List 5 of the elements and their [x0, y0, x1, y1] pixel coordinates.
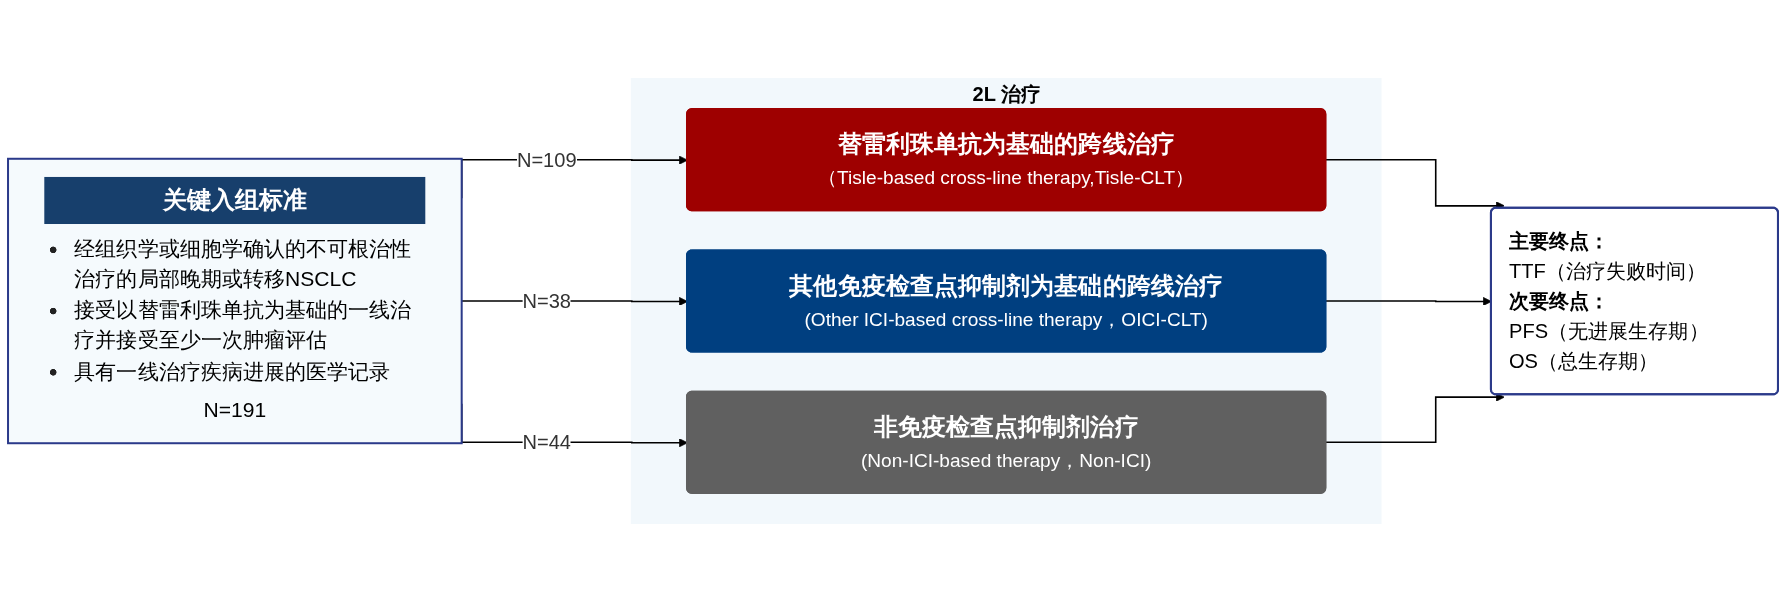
- node-box: [7, 157, 463, 445]
- edge-label: N=38: [522, 289, 572, 313]
- edge-label: N=44: [522, 431, 572, 454]
- edge-label: N=109: [516, 148, 577, 171]
- cluster: [630, 78, 1382, 524]
